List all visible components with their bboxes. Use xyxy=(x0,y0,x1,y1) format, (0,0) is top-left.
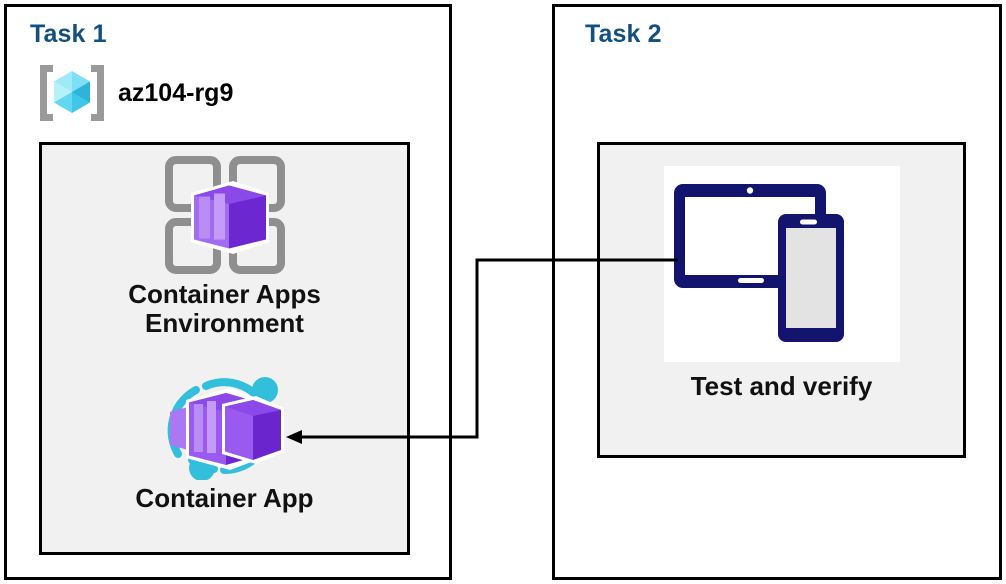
devices-icon-backdrop xyxy=(663,166,900,362)
node-test-and-verify: Test and verify xyxy=(597,166,966,401)
task-1-title: Task 1 xyxy=(30,20,107,48)
node-label-container-apps-environment: Container Apps Environment xyxy=(128,279,321,339)
task-2-title: Task 2 xyxy=(585,20,662,48)
azure-resource-group-icon xyxy=(36,62,108,124)
node-label-test-and-verify: Test and verify xyxy=(690,371,873,401)
devices-tablet-phone-icon xyxy=(668,184,896,362)
node-container-app: Container App xyxy=(39,368,410,513)
node-label-container-app: Container App xyxy=(135,483,314,513)
resource-group-label: az104-rg9 xyxy=(118,78,234,107)
resource-group-row: az104-rg9 xyxy=(36,62,233,124)
container-apps-environment-icon xyxy=(161,152,289,276)
node-container-apps-environment: Container Apps Environment xyxy=(39,152,410,338)
container-app-icon xyxy=(152,368,298,481)
